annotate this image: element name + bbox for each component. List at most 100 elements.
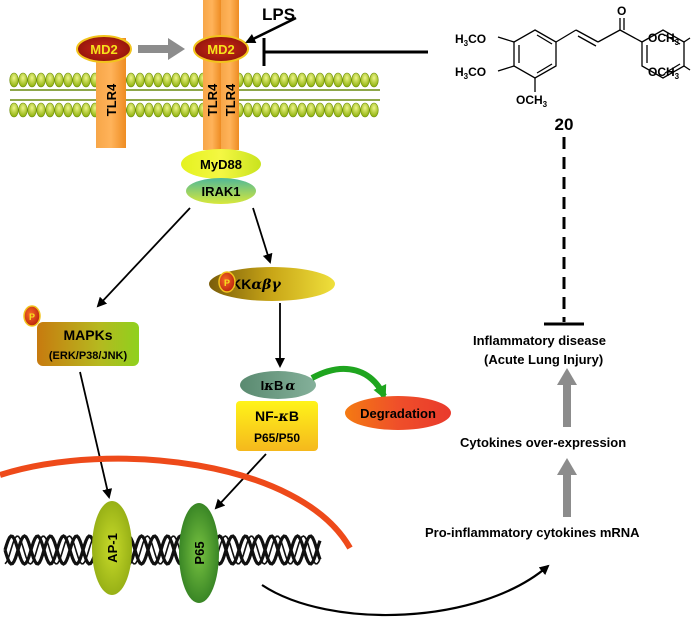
ap1-label: AP-1: [105, 533, 120, 563]
lipid-bead: [153, 72, 163, 88]
lipid-bead: [162, 102, 172, 118]
lipid-bead: [243, 72, 253, 88]
lipid-bead: [333, 72, 343, 88]
lipid-bead: [144, 72, 154, 88]
lipid-bead: [261, 72, 271, 88]
lipid-bead: [261, 102, 271, 118]
lipid-bead: [153, 102, 163, 118]
lipid-bead: [126, 102, 136, 118]
compound-number: 20: [555, 115, 574, 134]
substituent-bottom: OCH3: [516, 93, 548, 109]
myd88: MyD88: [181, 149, 261, 179]
lipid-bead: [369, 72, 379, 88]
arrow-irak1-to-ikk: [252, 207, 273, 264]
lipid-bead: [54, 102, 64, 118]
lipid-bead: [324, 72, 334, 88]
substituent-right-mid: OCH3: [648, 65, 680, 81]
nfkb-box: NF-κB P65/P50: [236, 401, 318, 451]
lipid-bead: [333, 102, 343, 118]
lipid-bead: [189, 102, 199, 118]
md2-left: MD2: [76, 35, 132, 63]
cytokines-label: Cytokines over-expression: [460, 435, 626, 450]
lipid-bead: [342, 102, 352, 118]
lipid-bead: [270, 72, 280, 88]
lipid-bead: [360, 102, 370, 118]
lipid-bead: [306, 72, 316, 88]
substituent-right-top: OCH3: [648, 31, 680, 47]
lipid-bead: [360, 72, 370, 88]
degradation-label: Degradation: [360, 406, 436, 421]
lipid-bead: [171, 72, 181, 88]
phospho-mapks-label: P: [29, 312, 35, 322]
md2-right: MD2: [193, 35, 249, 63]
md2-inhibition: [262, 38, 428, 66]
md2-translocation-arrow: [138, 38, 185, 60]
lipid-bead: [279, 72, 289, 88]
p65-factor: P65: [179, 503, 219, 603]
lipid-bead: [81, 72, 91, 88]
lps-label: LPS: [262, 5, 295, 24]
lipid-bead: [27, 72, 37, 88]
mrna-label: Pro-inflammatory cytokines mRNA: [425, 525, 640, 540]
lipid-bead: [279, 102, 289, 118]
lipid-bead: [288, 72, 298, 88]
lipid-bead: [315, 72, 325, 88]
lipid-bead: [351, 72, 361, 88]
degradation: Degradation: [345, 396, 451, 430]
lipid-bead: [36, 72, 46, 88]
irak1-label: IRAK1: [201, 184, 240, 199]
lipid-bead: [252, 102, 262, 118]
dna-helix: [3, 534, 322, 566]
ketone-oxygen: O: [617, 4, 626, 18]
lipid-bead: [72, 102, 82, 118]
lipid-bead: [315, 102, 325, 118]
lipid-bead: [189, 72, 199, 88]
lipid-bead: [171, 102, 181, 118]
ap1-factor: AP-1: [92, 501, 132, 595]
lipid-bead: [54, 72, 64, 88]
disease-label-line1: Inflammatory disease: [473, 333, 606, 348]
disease-inhibition: [544, 137, 584, 326]
lipid-bead: [72, 72, 82, 88]
arrow-cytokines-to-disease: [557, 368, 577, 427]
arrow-nfkb-to-p65: [214, 453, 267, 510]
lipid-bead: [9, 72, 19, 88]
lipid-bead: [45, 102, 55, 118]
lipid-bead: [297, 102, 307, 118]
substituent-left-top: H3CO: [455, 32, 486, 48]
tlr4-receptor-dimer: TLR4 TLR4: [203, 0, 239, 150]
tlr4-label-left: TLR4: [104, 83, 119, 116]
lipid-bead: [63, 102, 73, 118]
compound-20-labels: H3CO H3CO OCH3 OCH3 OCH3 O 20: [455, 4, 680, 134]
nfkb-label: NF-κB: [255, 408, 299, 425]
left-benzene-ring: [513, 29, 557, 79]
disease-label-line2: (Acute Lung Injury): [484, 352, 603, 367]
mapks-subtitle: (ERK/P38/JNK): [49, 350, 128, 362]
lipid-bead: [126, 72, 136, 88]
lipid-bead: [306, 102, 316, 118]
mapks-title: MAPKs: [63, 327, 112, 343]
lipid-bead: [135, 102, 145, 118]
lipid-bead: [351, 102, 361, 118]
cell-membrane: [9, 72, 380, 118]
lipid-bead: [27, 102, 37, 118]
lipid-bead: [342, 72, 352, 88]
phospho-ikk-label: P: [224, 278, 230, 288]
transcription-arrow: [261, 564, 550, 617]
lipid-bead: [45, 72, 55, 88]
tlr4-label-dimer-b: TLR4: [223, 83, 238, 116]
nuclear-envelope: [0, 455, 353, 550]
lps-binding-arrow: [245, 16, 297, 44]
lipid-bead: [144, 102, 154, 118]
nfkb-subunits: P65/P50: [254, 431, 300, 445]
lipid-bead: [63, 72, 73, 88]
md2-label-left: MD2: [90, 42, 117, 57]
lipid-bead: [18, 102, 28, 118]
lipid-bead: [243, 102, 253, 118]
mapks-box: MAPKs (ERK/P38/JNK): [37, 322, 139, 366]
md2-label-right: MD2: [207, 42, 234, 57]
compound-20-structure: [497, 18, 691, 92]
